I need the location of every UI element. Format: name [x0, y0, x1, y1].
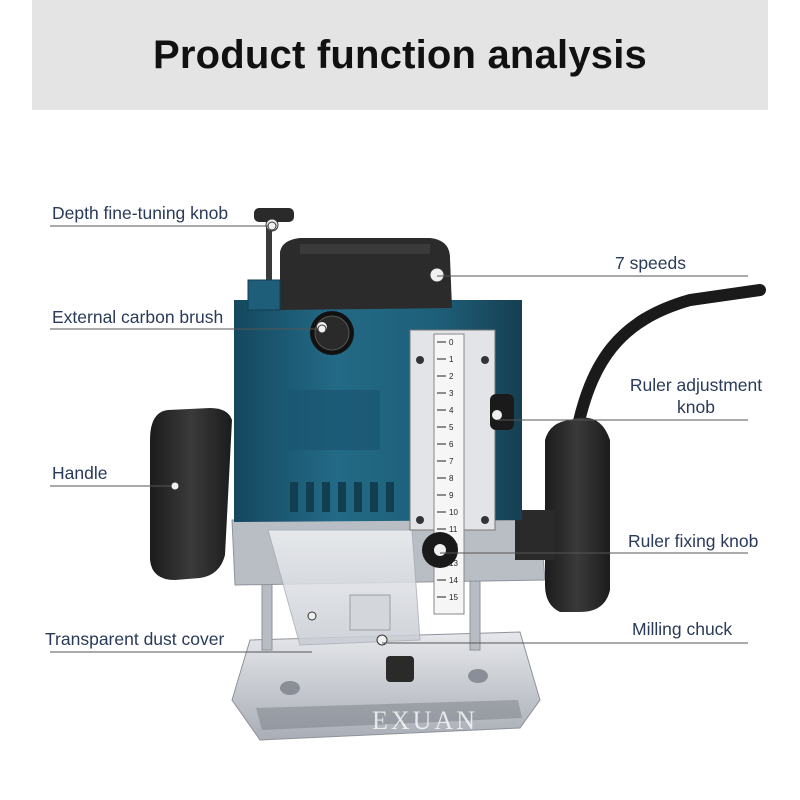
ruler-adjust-knob	[490, 394, 514, 430]
label-depth-knob: Depth fine-tuning knob	[52, 203, 229, 223]
ruler-tick-label: 13	[449, 559, 458, 568]
label-ruler-fixing: Ruler fixing knob	[628, 531, 759, 551]
speed-dial	[429, 267, 445, 283]
ruler-tick-label: 6	[449, 440, 454, 449]
ruler-tick-label: 0	[449, 338, 454, 347]
leader-lines	[50, 225, 748, 653]
page-title: Product function analysis	[153, 32, 647, 77]
leader-dots	[170, 221, 327, 621]
ruler-tick-label: 2	[449, 372, 454, 381]
ruler-tick-label: 10	[449, 508, 458, 517]
ruler-tick-label: 4	[449, 406, 454, 415]
label-ruler-adjust-line1: Ruler adjustment	[629, 375, 763, 395]
right-handle	[545, 417, 610, 612]
label-carbon-brush: External carbon brush	[52, 307, 224, 327]
ruler-tick-label: 8	[449, 474, 454, 483]
label-ruler-adjust-line2: knob	[677, 397, 715, 417]
top-cap	[280, 238, 452, 310]
label-speeds: 7 speeds	[614, 253, 686, 273]
label-handle: Handle	[52, 463, 108, 483]
label-ruler-adjust: Ruler adjustment knob	[626, 374, 766, 418]
ruler-tick-label: 14	[449, 576, 458, 585]
power-cord	[569, 284, 766, 446]
ruler-tick-label: 7	[449, 457, 454, 466]
ruler-tick-label: 15	[449, 593, 458, 602]
depth-rod	[266, 225, 272, 305]
ruler-tick-label: 1	[449, 355, 454, 364]
depth-knob	[254, 208, 294, 222]
guide-post-right	[469, 569, 481, 651]
ruler-tick-label: 3	[449, 389, 454, 398]
label-milling-chuck: Milling chuck	[632, 619, 733, 639]
watermark: EXUAN	[372, 706, 478, 735]
vent-slots	[290, 482, 394, 512]
dust-cover	[267, 529, 421, 646]
ruler-tick-label: 5	[449, 423, 454, 432]
left-handle	[150, 408, 232, 580]
label-dust-cover: Transparent dust cover	[45, 629, 225, 649]
ruler-tick-label: 9	[449, 491, 454, 500]
header-banner: Product function analysis	[32, 0, 768, 110]
ruler-tick-label: 11	[449, 525, 458, 534]
